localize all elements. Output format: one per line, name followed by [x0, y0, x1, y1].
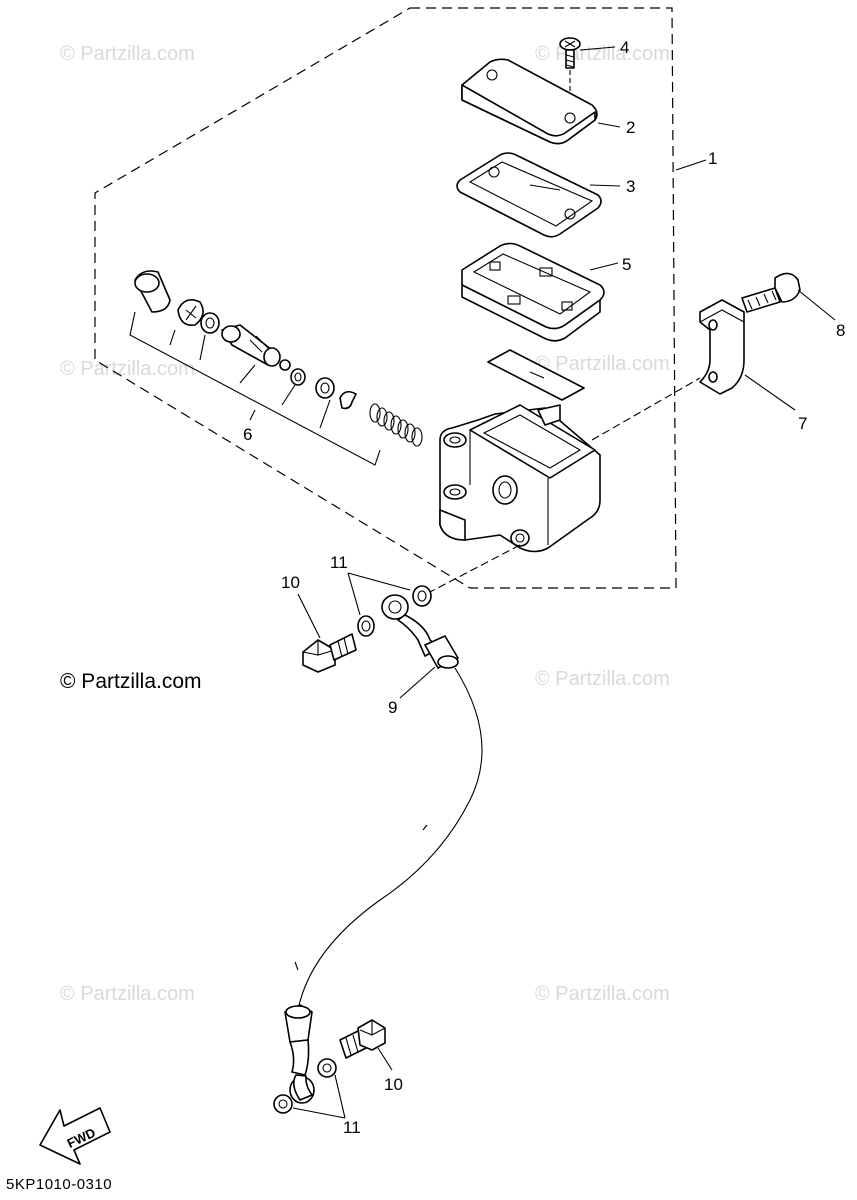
callout-3: 3	[626, 177, 635, 196]
leader-1	[675, 159, 707, 171]
diaphragm-part-5	[461, 242, 619, 342]
watermark: © Partzilla.com	[60, 358, 195, 380]
watermark: © Partzilla.com	[535, 353, 670, 375]
bolt-part-8	[741, 272, 836, 321]
watermark: © Partzilla.com	[60, 43, 195, 65]
copyright-notice: © Partzilla.com	[60, 670, 202, 693]
watermark: © Partzilla.com	[535, 983, 670, 1005]
union-bolt-part-10-bottom	[339, 1019, 393, 1071]
callout-9: 9	[388, 698, 397, 717]
callout-2: 2	[626, 118, 635, 137]
diaphragm-plate-part-3	[456, 152, 621, 238]
watermark: © Partzilla.com	[535, 668, 670, 690]
callout-4: 4	[620, 38, 629, 57]
brake-hose-part-9	[284, 594, 483, 1104]
protector-plate	[487, 349, 585, 401]
callout-6: 6	[243, 425, 252, 444]
callout-11-top: 11	[330, 553, 348, 572]
callout-8: 8	[836, 321, 845, 340]
callout-11-bottom: 11	[343, 1118, 361, 1137]
watermark: © Partzilla.com	[535, 43, 670, 65]
callout-10-top: 10	[281, 573, 300, 592]
piston-kit-part-6	[129, 270, 423, 466]
washer-part-11-bottom	[273, 1058, 346, 1119]
master-cylinder-body	[429, 377, 701, 593]
spring	[369, 403, 423, 447]
assembly-boundary	[94, 7, 677, 589]
callout-5: 5	[622, 255, 631, 274]
callouts: 1 2 3 4 5 6 7 8 9 10 10 11 11	[243, 38, 845, 1137]
callout-7: 7	[798, 414, 807, 433]
watermark: © Partzilla.com	[60, 983, 195, 1005]
washer-part-11-top	[347, 572, 432, 637]
callout-1: 1	[708, 149, 717, 168]
screw-part-4	[559, 37, 616, 112]
diagram-code: 5KP1010-0310	[6, 1176, 113, 1193]
fwd-arrow-icon: FWD	[39, 1107, 111, 1165]
union-bolt-part-10-top	[297, 593, 357, 673]
holder-part-7	[699, 299, 796, 411]
reservoir-cap-part-2	[461, 58, 621, 145]
callout-10-bottom: 10	[384, 1075, 403, 1094]
